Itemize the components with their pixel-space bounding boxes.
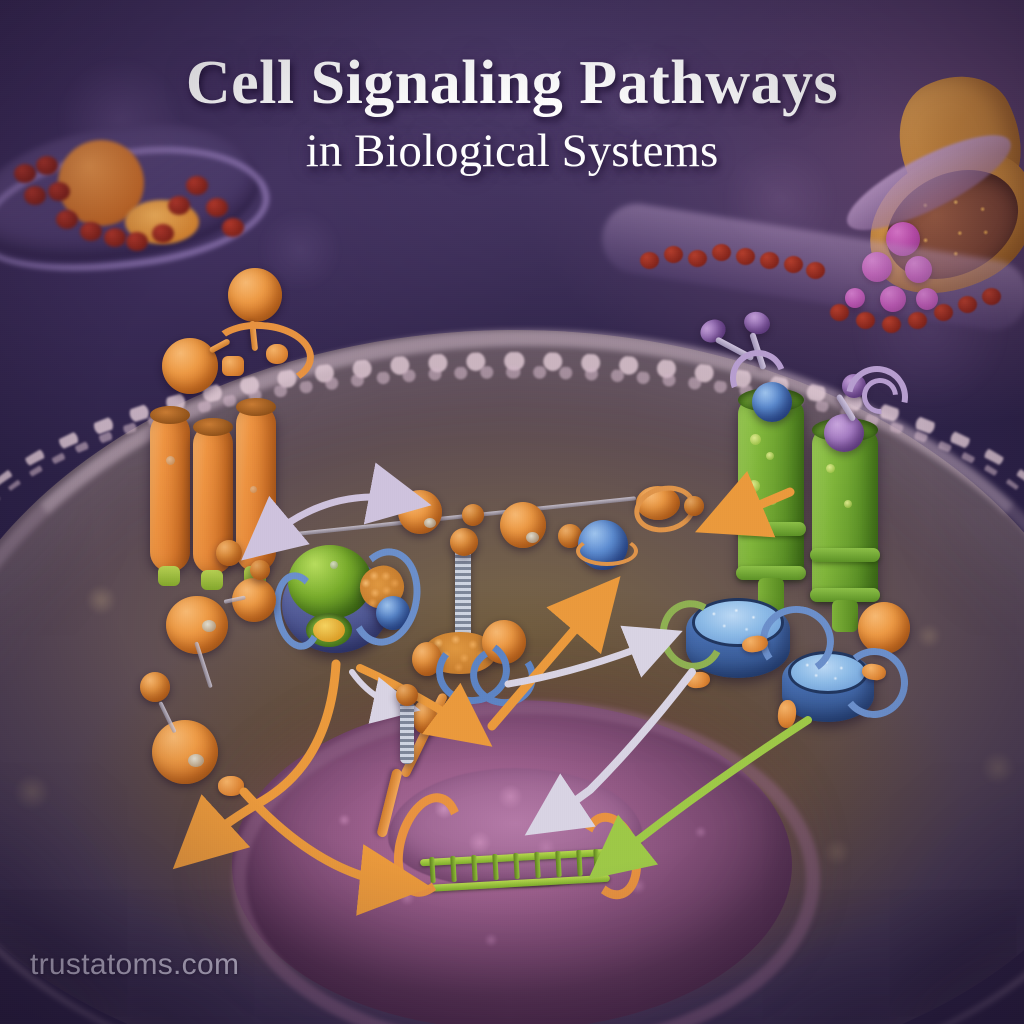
cleft-granule — [640, 252, 659, 269]
cargo-sphere-blue — [752, 382, 792, 422]
messenger-node-small — [462, 504, 484, 526]
red-granule — [104, 228, 126, 247]
coiled-rod — [455, 546, 471, 642]
vesicle — [905, 256, 932, 283]
receptor-band — [736, 566, 806, 580]
red-granule — [152, 224, 174, 243]
red-granule — [14, 164, 36, 183]
specular-highlight — [166, 456, 175, 465]
red-granule — [222, 218, 244, 237]
specular-highlight — [330, 561, 338, 569]
red-granule — [80, 222, 102, 241]
vesicle — [916, 288, 938, 310]
vesicle — [862, 252, 892, 282]
vesicle — [880, 286, 906, 312]
red-granule — [168, 196, 190, 215]
helix-cap — [193, 418, 233, 436]
signalosome-blue-sub — [376, 596, 410, 630]
green-receptor-2 — [806, 398, 886, 638]
receptor-barrel — [812, 428, 878, 600]
cascade-sphere-0b — [250, 560, 270, 580]
receptor-band — [810, 548, 880, 562]
receptor-band — [810, 588, 880, 602]
watermark: trustatoms.com — [30, 948, 240, 981]
vesicle — [845, 288, 865, 308]
messenger-blue-collar — [576, 536, 638, 566]
scaffold-stub — [414, 700, 436, 734]
barrel-speck — [748, 480, 760, 492]
receptor-stem — [832, 600, 858, 632]
messenger-node — [398, 490, 442, 534]
barrel-speck — [752, 514, 762, 524]
vesicle — [886, 222, 920, 256]
barrel-speck — [826, 464, 835, 473]
cascade-cap — [202, 620, 216, 632]
barrel-speck — [766, 452, 774, 460]
ligand-nub-centre — [222, 356, 244, 376]
cleft-granule — [958, 296, 977, 313]
red-granule — [186, 176, 208, 195]
ligand-sphere-upper — [228, 268, 282, 322]
messenger-node-small — [684, 496, 704, 516]
kinase-disc-2 — [782, 650, 874, 722]
barrel-speck — [750, 434, 761, 445]
kinase-orange-partner — [858, 602, 910, 654]
receptor-foot — [201, 570, 223, 590]
specular-highlight — [250, 486, 257, 493]
cargo-sphere-purple — [824, 414, 864, 452]
cascade-sphere-4 — [152, 720, 218, 784]
cleft-granule — [784, 256, 803, 273]
cleft-granule — [934, 304, 953, 321]
cleft-granule — [736, 248, 755, 265]
cleft-granule — [830, 304, 849, 321]
green-receptor-1 — [732, 372, 812, 618]
cascade-sphere-3 — [140, 672, 170, 702]
cleft-granule — [982, 288, 1001, 305]
cascade-sphere-0 — [216, 540, 242, 566]
cleft-granule — [908, 312, 927, 329]
tf-entry-cap — [396, 684, 418, 706]
barrel-speck — [768, 496, 777, 505]
red-granule — [48, 182, 70, 201]
ligand-nub-right — [266, 344, 288, 364]
cleft-granule — [882, 316, 901, 333]
kinase-disc-1 — [686, 598, 790, 678]
helix-cap — [150, 406, 190, 424]
red-granule — [56, 210, 78, 229]
tf-entry-rod — [400, 700, 414, 764]
red-granule — [36, 156, 58, 175]
receptor-helix-1 — [150, 412, 190, 572]
rod-cap-sphere — [450, 528, 478, 556]
receptor-band — [736, 522, 806, 536]
cleft-granule — [688, 250, 707, 267]
cleft-granule — [856, 312, 875, 329]
red-granule — [206, 198, 228, 217]
messenger-node-flat — [636, 486, 680, 520]
receptor-foot — [158, 566, 180, 586]
signalosome-core — [313, 618, 345, 642]
messenger-node — [500, 502, 546, 548]
cascade-nub — [218, 776, 244, 796]
helix-cap — [236, 398, 276, 416]
cascade-cap — [188, 754, 204, 767]
cleft-granule — [806, 262, 825, 279]
cleft-granule — [760, 252, 779, 269]
cleft-granule — [712, 244, 731, 261]
ligand-purple-c — [842, 374, 866, 398]
disc-face — [692, 598, 784, 647]
red-granule — [126, 232, 148, 251]
messenger-cap — [526, 532, 539, 543]
red-granule — [24, 186, 46, 205]
messenger-cap — [424, 518, 436, 528]
barrel-speck — [844, 500, 852, 508]
cleft-granule — [664, 246, 683, 263]
